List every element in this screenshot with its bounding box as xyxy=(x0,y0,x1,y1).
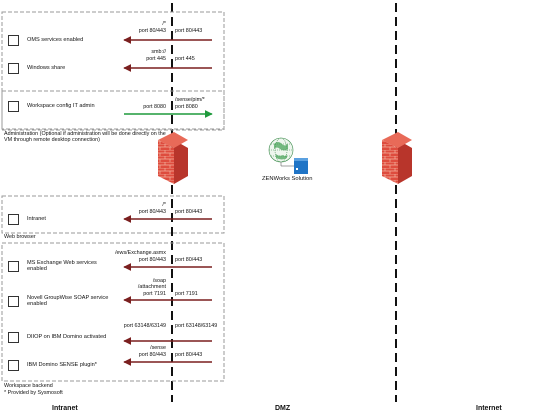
zone-intranet: Intranet xyxy=(52,405,78,412)
port-label: port 7191 xyxy=(175,291,198,297)
zenworks-globe-icon xyxy=(268,137,294,163)
service-label: Windows share xyxy=(27,64,66,71)
service-label: OMS services enabled xyxy=(27,36,84,43)
service-label: DIIOP on IBM Domino activated xyxy=(27,333,107,340)
path-label: /* xyxy=(162,21,166,27)
port-label: port 63148/63149 xyxy=(175,323,218,329)
path-label: /* xyxy=(162,202,166,208)
service-label: IBM Domino SENSE plugin* xyxy=(27,361,97,368)
port-label: port 7191 xyxy=(143,291,166,297)
backend-caption: Workspace backend xyxy=(4,383,53,389)
service-groupwise: Novell GroupWise SOAP service enabled xyxy=(8,294,117,308)
service-label: Intranet xyxy=(27,215,46,222)
port-label: port 80/443 xyxy=(138,257,166,263)
service-label: Workspace config IT admin xyxy=(27,102,95,109)
service-checkbox[interactable] xyxy=(8,295,19,307)
admin-group-box xyxy=(1,11,225,131)
port-label: port 80/443 xyxy=(175,352,203,358)
firewall-left-icon xyxy=(158,132,188,184)
service-exchange: MS Exchange Web services enabled xyxy=(8,259,109,273)
port-label: port 8080 xyxy=(175,104,198,110)
service-intranet: Intranet xyxy=(8,212,46,226)
port-label: port 80/443 xyxy=(138,352,166,358)
service-workspace-config: Workspace config IT admin xyxy=(8,99,95,113)
zenworks-server-icon xyxy=(294,158,308,174)
web-caption: Web browser xyxy=(4,234,36,240)
web-group-box xyxy=(1,195,225,234)
service-label: MS Exchange Web services enabled xyxy=(27,259,97,273)
service-checkbox[interactable] xyxy=(8,331,19,343)
path-label: /sense/pim/* xyxy=(175,97,205,103)
path-label: /sense xyxy=(150,345,166,351)
admin-config-box xyxy=(1,90,225,130)
port-label: port 445 xyxy=(146,56,166,62)
service-checkbox[interactable] xyxy=(8,62,19,74)
zone-dmz: DMZ xyxy=(275,405,291,412)
zone-internet: Internet xyxy=(476,405,502,412)
service-oms: OMS services enabled xyxy=(8,33,83,47)
service-windows-share: Windows share xyxy=(8,61,65,75)
service-diiop: DIIOP on IBM Domino activated xyxy=(8,330,113,344)
path-label: /ews/Exchange.asmx xyxy=(115,250,166,256)
service-checkbox[interactable] xyxy=(8,359,19,371)
service-checkbox[interactable] xyxy=(8,260,19,272)
service-domino-sense: IBM Domino SENSE plugin* xyxy=(8,358,97,372)
service-checkbox[interactable] xyxy=(8,34,19,46)
port-label: port 80/443 xyxy=(175,209,203,215)
path-label: smb:// xyxy=(151,49,166,55)
port-label: port 8080 xyxy=(143,104,166,110)
port-label: port 80/443 xyxy=(175,28,203,34)
port-label: port 80/443 xyxy=(138,209,166,215)
port-label: port 80/443 xyxy=(175,257,203,263)
service-checkbox[interactable] xyxy=(8,213,19,225)
port-label: port 80/443 xyxy=(138,28,166,34)
port-label: port 63148/63149 xyxy=(123,323,166,329)
backend-group-box xyxy=(1,242,225,382)
path-label: /soap /attachment xyxy=(137,278,166,291)
zenworks-label: ZENWorks Solution xyxy=(262,176,313,182)
footnote: * Provided by Sysmosoft xyxy=(4,390,63,396)
service-label: Novell GroupWise SOAP service enabled xyxy=(27,294,109,308)
admin-caption: Administration (Optional if administrati… xyxy=(4,131,166,144)
port-label: port 445 xyxy=(175,56,195,62)
firewall-right-icon xyxy=(382,132,412,184)
service-checkbox[interactable] xyxy=(8,100,19,112)
